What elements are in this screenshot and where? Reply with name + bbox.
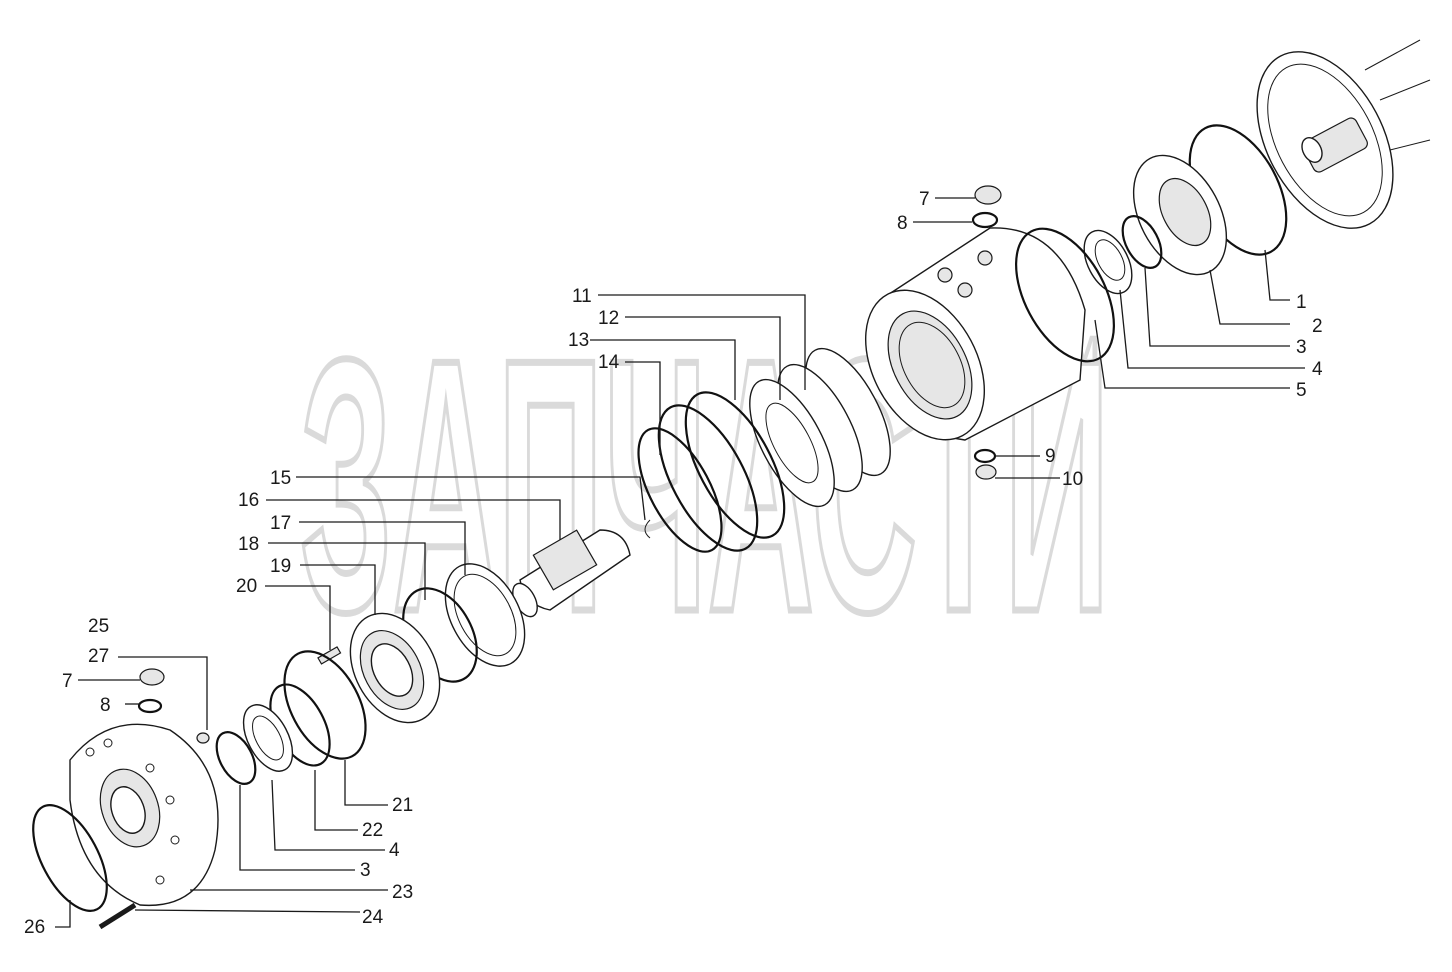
callout-22: 22 bbox=[362, 820, 383, 841]
clutch-pack bbox=[637, 347, 891, 553]
o-rings-lower bbox=[283, 646, 367, 760]
callout-9: 9 bbox=[1045, 446, 1056, 467]
callout-4-lower: 4 bbox=[389, 840, 400, 861]
callout-8-top: 8 bbox=[897, 213, 908, 234]
roller-bearing bbox=[349, 612, 441, 724]
callout-16: 16 bbox=[238, 490, 259, 511]
bearing-cap-2 bbox=[1132, 154, 1228, 276]
callout-8-lower: 8 bbox=[100, 695, 111, 716]
callout-19: 19 bbox=[270, 556, 291, 577]
callout-2: 2 bbox=[1312, 316, 1323, 337]
callout-13: 13 bbox=[568, 330, 589, 351]
flange bbox=[69, 668, 219, 907]
callout-5: 5 bbox=[1296, 380, 1307, 401]
callout-23: 23 bbox=[392, 882, 413, 903]
callout-27: 27 bbox=[88, 646, 109, 667]
callout-24: 24 bbox=[362, 907, 384, 928]
callout-18: 18 bbox=[238, 534, 259, 555]
housing bbox=[864, 227, 1115, 441]
o-ring-26 bbox=[32, 804, 108, 912]
callout-21: 21 bbox=[392, 795, 413, 816]
callout-14: 14 bbox=[598, 352, 620, 373]
callout-11: 11 bbox=[572, 286, 592, 307]
callout-25: 25 bbox=[88, 616, 109, 637]
callout-12: 12 bbox=[598, 308, 619, 329]
callout-15: 15 bbox=[270, 468, 291, 489]
leader-lines bbox=[55, 197, 1305, 928]
end-cover bbox=[1256, 39, 1431, 229]
callout-10: 10 bbox=[1062, 469, 1083, 490]
shaft bbox=[512, 519, 651, 618]
callout-7-lower: 7 bbox=[62, 671, 73, 692]
callout-3: 3 bbox=[1296, 337, 1307, 358]
bolt-24 bbox=[98, 902, 137, 930]
seals-lower bbox=[215, 683, 331, 785]
bearing-4 bbox=[1083, 229, 1133, 295]
callout-20: 20 bbox=[236, 576, 257, 597]
callout-26: 26 bbox=[24, 917, 45, 938]
callout-3-lower: 3 bbox=[360, 860, 371, 881]
callout-7-top: 7 bbox=[919, 189, 930, 210]
callout-4: 4 bbox=[1312, 359, 1323, 380]
callout-labels: 1 2 3 4 5 7 8 9 10 11 12 13 14 15 16 17 … bbox=[24, 189, 1323, 938]
callout-1: 1 bbox=[1296, 292, 1307, 313]
seal-3 bbox=[1121, 215, 1163, 269]
callout-17: 17 bbox=[270, 513, 291, 534]
plug-top bbox=[971, 185, 1002, 480]
